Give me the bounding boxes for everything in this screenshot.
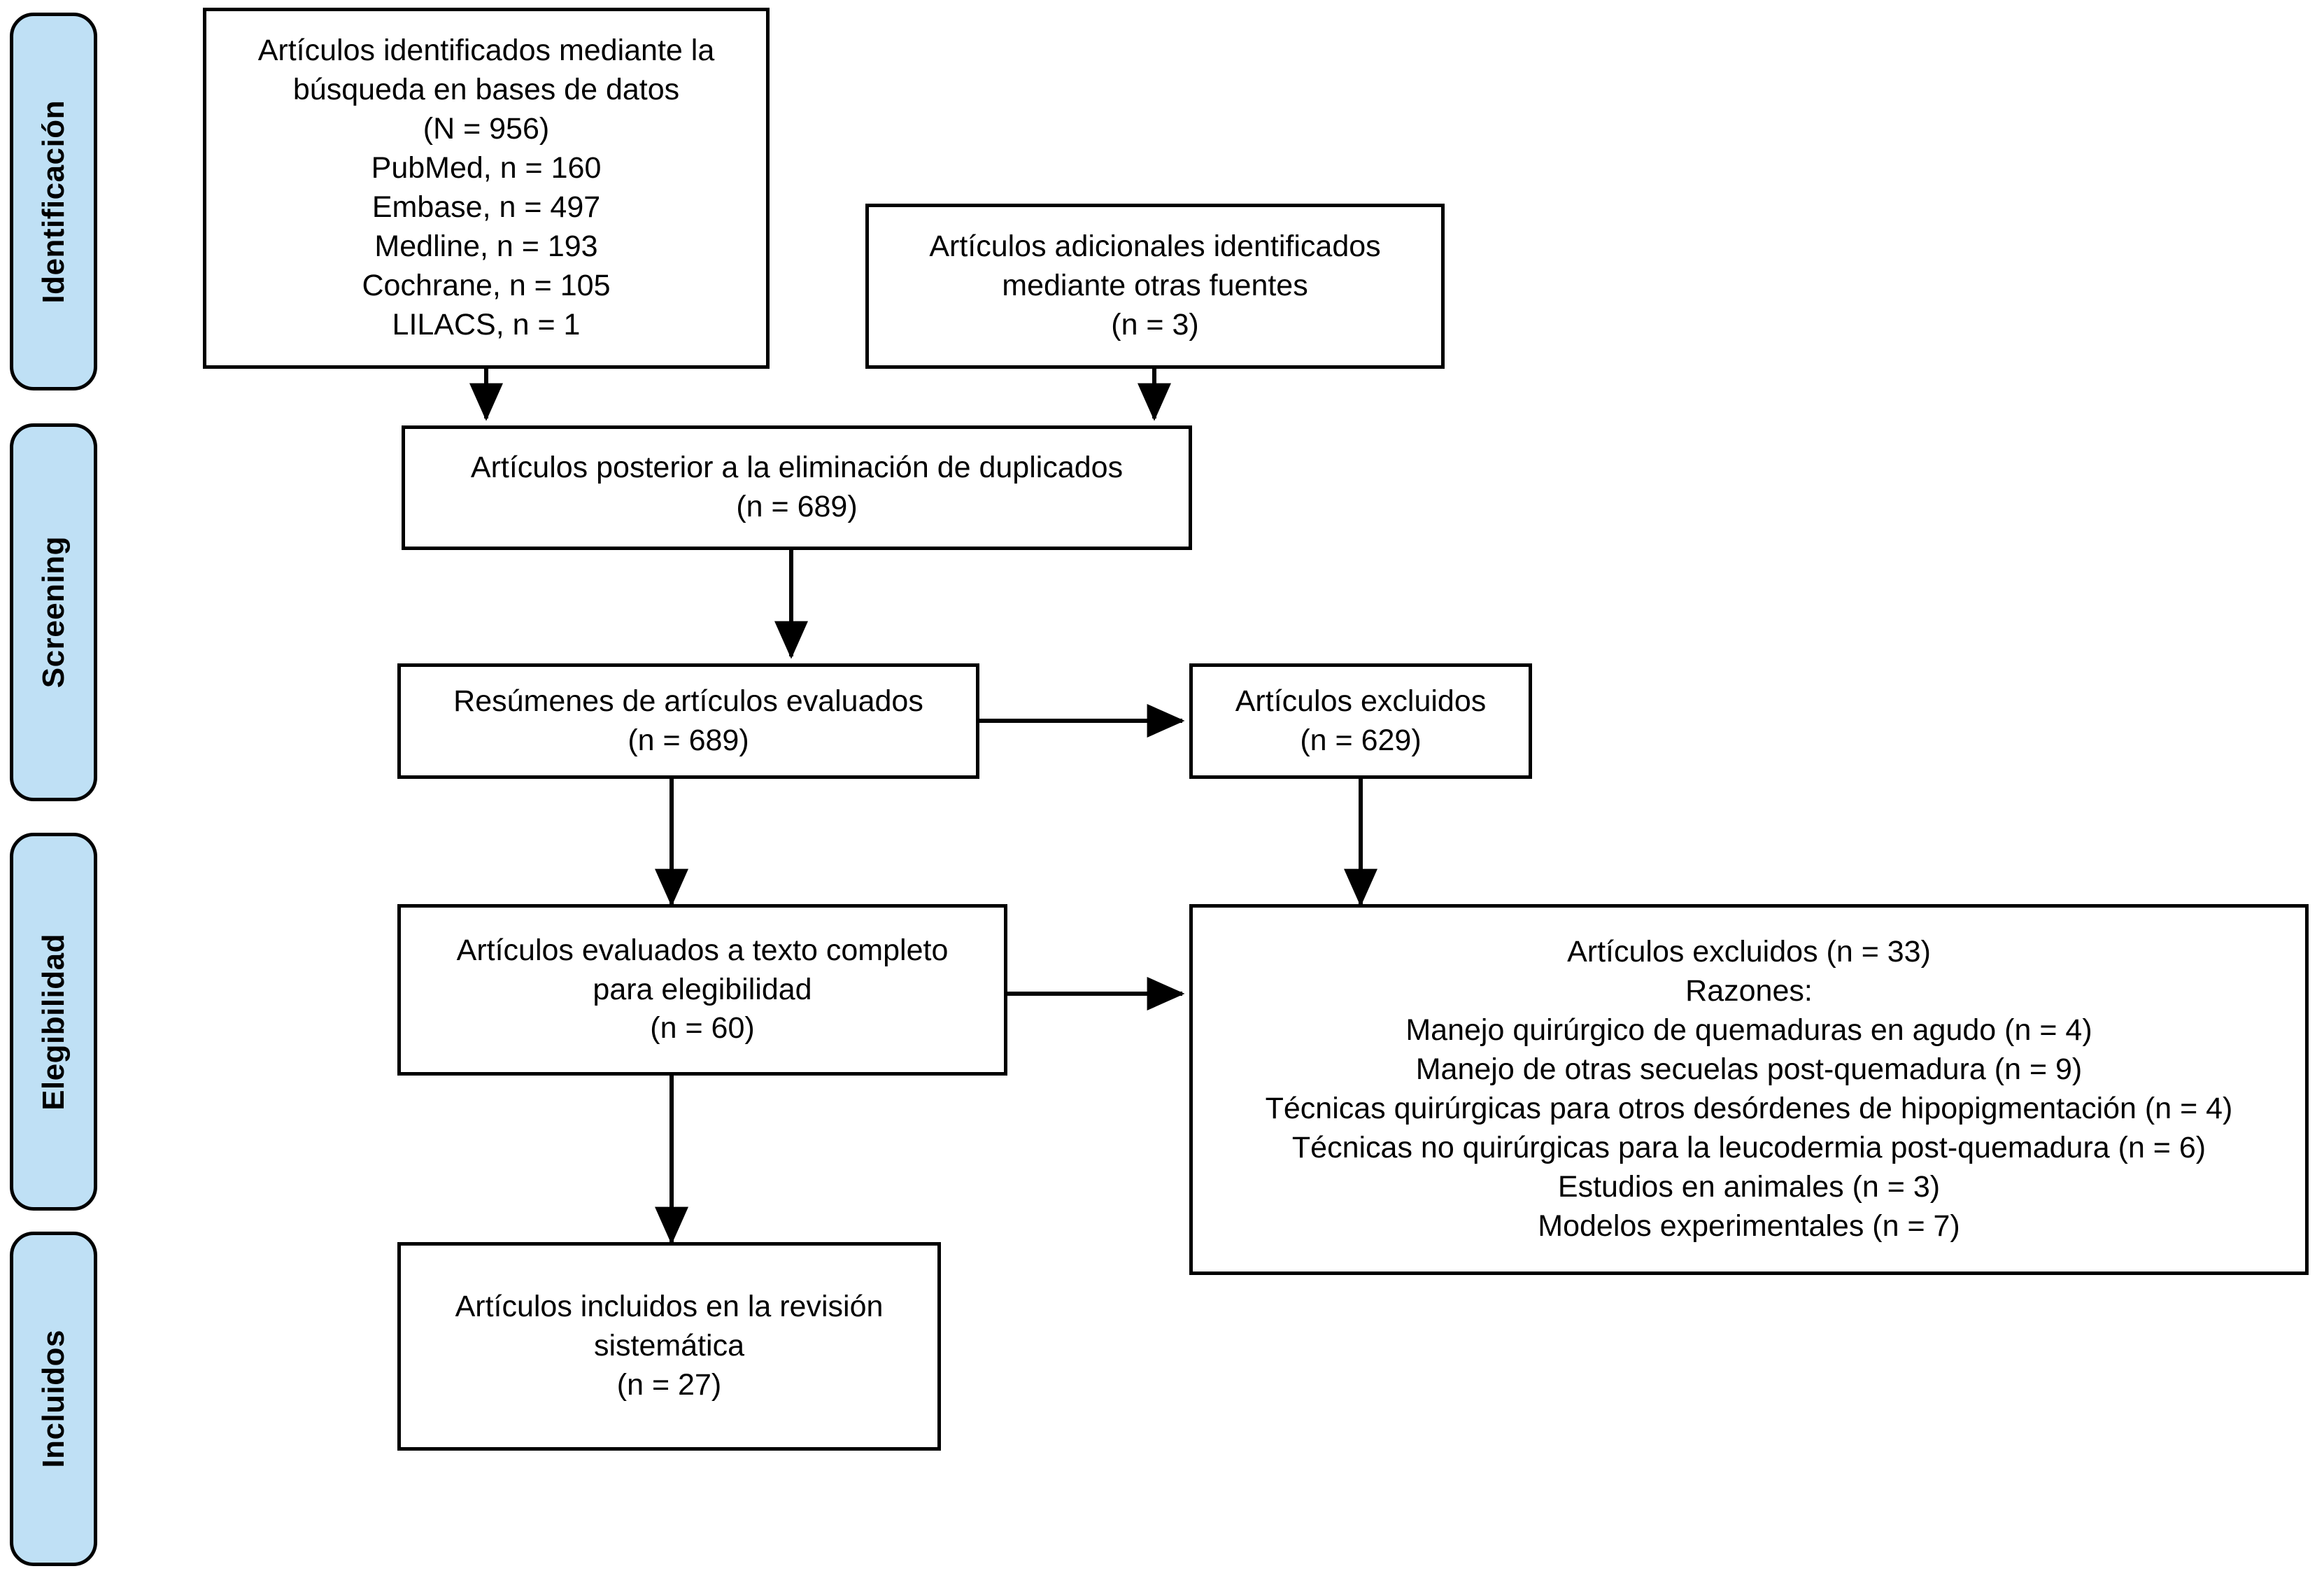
box-line: Artículos excluidos (n = 33) (1567, 935, 1931, 969)
stage-label-elegibilidad: Elegibilidad (36, 933, 71, 1111)
exclusion-reason-line: Manejo de otras secuelas post-quemadura … (1415, 1052, 2083, 1087)
box-line: (n = 689) (628, 723, 749, 757)
exclusion-reason-line: Manejo quirúrgico de quemaduras en agudo… (1405, 1013, 2092, 1048)
box-abstracts-screened: Resúmenes de artículos evaluados (n = 68… (397, 663, 979, 779)
box-line: para elegibilidad (593, 972, 812, 1006)
box-line: Razones: (1685, 974, 1813, 1008)
box-line: Embase, n = 497 (371, 190, 601, 224)
box-line: (n = 60) (650, 1011, 755, 1045)
exclusion-reason-line: Técnicas quirúrgicas para otros desórden… (1265, 1092, 2233, 1125)
box-line: (N = 956) (423, 112, 550, 146)
stage-pill-incluidos: Incluidos (10, 1232, 97, 1566)
stage-label-screening: Screening (36, 536, 71, 689)
box-line: (n = 27) (616, 1367, 722, 1402)
box-line: Artículos posterior a la eliminación de … (470, 451, 1124, 485)
box-line: PubMed, n = 160 (371, 151, 602, 185)
box-line: (n = 689) (736, 490, 858, 523)
exclusion-reason-line: Modelos experimentales (n = 7) (1538, 1209, 1960, 1243)
box-records-identified: Artículos identificados mediante la búsq… (203, 8, 770, 369)
box-line: (n = 629) (1300, 723, 1422, 757)
stage-pill-screening: Screening (10, 423, 97, 801)
box-line: (n = 3) (1111, 307, 1199, 341)
box-line: Resúmenes de artículos evaluados (453, 684, 923, 718)
box-line: Artículos incluidos en la revisión (455, 1290, 884, 1324)
box-additional-records: Artículos adicionales identificados medi… (865, 204, 1445, 369)
box-line: sistemática (593, 1329, 745, 1363)
box-studies-included: Artículos incluidos en la revisión siste… (397, 1242, 941, 1451)
stage-label-incluidos: Incluidos (36, 1330, 71, 1468)
box-line: Artículos adicionales identificados (929, 230, 1381, 264)
box-after-duplicates: Artículos posterior a la eliminación de … (402, 425, 1192, 550)
box-fulltext-excluded-reasons: Artículos excluidos (n = 33) Razones: Ma… (1189, 904, 2309, 1275)
box-line: Artículos excluidos (1235, 684, 1487, 718)
exclusion-reason-line: Estudios en animales (n = 3) (1557, 1169, 1941, 1204)
box-line: Cochrane, n = 105 (362, 268, 611, 302)
box-line: búsqueda en bases de datos (292, 73, 680, 107)
box-fulltext-assessed: Artículos evaluados a texto completo par… (397, 904, 1007, 1076)
exclusion-reason-line: Técnicas no quirúrgicas para la leucoder… (1291, 1130, 2206, 1164)
box-line: Artículos identificados mediante la (257, 34, 715, 68)
box-records-excluded: Artículos excluidos (n = 629) (1189, 663, 1532, 779)
stage-pill-elegibilidad: Elegibilidad (10, 833, 97, 1211)
stage-pill-identificacion: Identificación (10, 13, 97, 390)
box-line: Artículos evaluados a texto completo (456, 933, 949, 967)
box-line: mediante otras fuentes (1002, 269, 1308, 303)
box-line: Medline, n = 193 (374, 229, 598, 263)
box-line: LILACS, n = 1 (392, 307, 581, 341)
stage-label-identificacion: Identificación (36, 99, 71, 304)
